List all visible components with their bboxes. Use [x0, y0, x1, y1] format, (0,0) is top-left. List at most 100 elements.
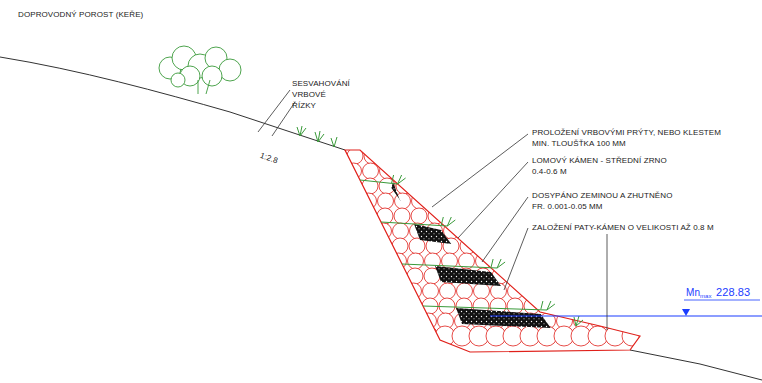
level-underline	[684, 300, 760, 301]
willow-sprig	[574, 316, 583, 326]
stone	[515, 178, 531, 194]
stone	[483, 148, 499, 164]
stone	[499, 163, 515, 179]
stone	[409, 238, 425, 254]
stone	[612, 253, 628, 269]
stone	[560, 268, 576, 284]
stone	[421, 313, 437, 329]
stone	[381, 148, 397, 164]
stone	[482, 163, 498, 179]
stone	[430, 178, 446, 194]
stone	[407, 268, 423, 284]
willow-layer	[402, 264, 497, 268]
stone	[478, 223, 494, 239]
stone	[408, 253, 424, 269]
stone	[609, 298, 625, 314]
stone	[396, 178, 412, 194]
stone	[423, 283, 439, 299]
stone	[479, 208, 495, 224]
stone	[413, 178, 429, 194]
stone	[543, 268, 559, 284]
willow-sprig	[392, 175, 406, 184]
stone	[615, 208, 631, 224]
stone	[474, 283, 490, 299]
stone	[579, 238, 595, 254]
stone	[330, 148, 346, 164]
stone	[639, 326, 659, 346]
stone	[513, 208, 529, 224]
stone	[595, 253, 611, 269]
stone	[527, 253, 543, 269]
stone	[415, 148, 431, 164]
stone	[592, 298, 608, 314]
willow-layer	[423, 306, 547, 310]
stone	[635, 163, 651, 179]
stone	[394, 208, 410, 224]
stone	[466, 148, 482, 164]
stone	[429, 193, 445, 209]
stone	[480, 193, 496, 209]
stone	[500, 148, 516, 164]
stone	[611, 268, 627, 284]
stone	[392, 238, 408, 254]
stone	[391, 253, 407, 269]
stone	[594, 268, 610, 284]
stone	[397, 163, 413, 179]
stone	[567, 163, 583, 179]
stone	[412, 193, 428, 209]
gravel-layer	[435, 266, 501, 286]
stone	[496, 208, 512, 224]
stone	[578, 253, 594, 269]
water-level-label: max	[700, 292, 712, 300]
stone	[512, 223, 528, 239]
willow-sprig	[491, 259, 505, 268]
note-label: DOPROVODNÝ POROST (KEŘE)	[18, 9, 143, 20]
stone	[542, 283, 558, 299]
stone	[457, 283, 473, 299]
stone	[525, 283, 541, 299]
water-level-label: 228.83	[716, 286, 750, 299]
stone	[345, 178, 361, 194]
stone	[526, 268, 542, 284]
willow-cuttings	[297, 126, 337, 147]
stone	[632, 208, 648, 224]
gravel-layer	[391, 182, 401, 202]
stone	[405, 298, 421, 314]
stone	[361, 193, 377, 209]
stone	[497, 193, 513, 209]
stone	[398, 148, 414, 164]
stone	[576, 283, 592, 299]
stone	[390, 268, 406, 284]
stone	[562, 238, 578, 254]
stone	[626, 298, 642, 314]
level-marker	[682, 309, 690, 316]
stone	[360, 208, 376, 224]
stone	[447, 178, 463, 194]
stone	[545, 238, 561, 254]
riverbed-line	[630, 350, 762, 380]
stone	[630, 238, 646, 254]
willow-sprig	[441, 217, 455, 226]
stone	[516, 163, 532, 179]
stone	[431, 163, 447, 179]
stone	[376, 223, 392, 239]
stone	[462, 208, 478, 224]
stone	[411, 208, 427, 224]
stone	[593, 283, 609, 299]
stone	[378, 193, 394, 209]
stone	[544, 253, 560, 269]
stone	[432, 148, 448, 164]
stone	[577, 268, 593, 284]
riprap-outline	[345, 150, 640, 352]
stone	[449, 148, 465, 164]
gravel-layer	[456, 308, 551, 328]
stone	[406, 283, 422, 299]
stone	[558, 298, 574, 314]
stone	[481, 178, 497, 194]
willow-sprig	[541, 301, 555, 310]
stone	[627, 283, 643, 299]
stone	[428, 208, 444, 224]
stone	[375, 238, 391, 254]
stone	[601, 163, 617, 179]
